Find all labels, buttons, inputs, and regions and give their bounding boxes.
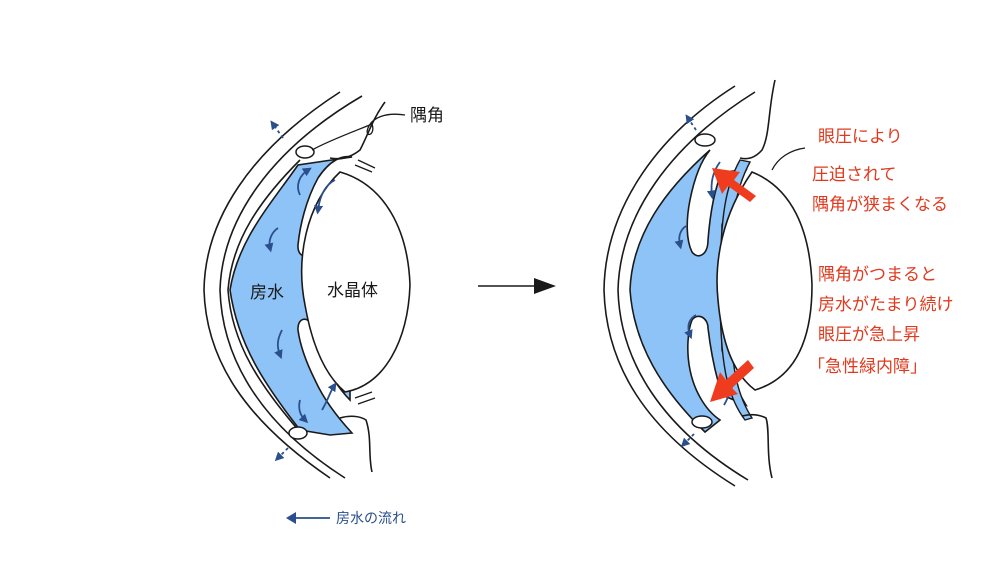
pressure-arrow-top: [712, 168, 756, 202]
right-angle-oval-top[interactable]: [694, 133, 716, 147]
left-eye-normal: 隅角 房水 水晶体: [203, 91, 444, 479]
left-lens[interactable]: [300, 171, 411, 393]
left-cornea-outer: [203, 91, 341, 479]
left-zonule-top: [354, 159, 376, 173]
right-aqueous-region: [629, 149, 748, 434]
right-sclera-top: [739, 79, 776, 160]
label-aqueous: 房水: [250, 283, 284, 303]
note1-line1: 眼圧により: [818, 127, 903, 147]
left-cornea-inner: [219, 95, 363, 479]
pressure-arrow-bottom: [710, 360, 754, 402]
label-lens: 水晶体: [327, 281, 378, 301]
left-zonule-bottom: [354, 391, 376, 405]
left-flow-arrows: [264, 120, 337, 462]
note2-line4: 「急性緑内障」: [808, 357, 927, 377]
left-angle-oval-top[interactable]: [295, 145, 315, 159]
left-anterior-chamber: [227, 159, 301, 433]
note1-line2: 圧迫されて: [812, 165, 897, 185]
right-cornea-outer: [603, 85, 736, 487]
right-sclera-bottom: [741, 413, 773, 479]
right-lens[interactable]: [716, 171, 813, 391]
note2-line3: 眼圧が急上昇: [818, 325, 920, 345]
left-sclera-top: [329, 101, 386, 160]
right-angle-oval-bottom[interactable]: [691, 415, 713, 429]
right-eye-closed: [603, 79, 813, 487]
left-angle-leader: [311, 113, 406, 151]
label-angle: 隅角: [410, 106, 444, 126]
right-flow-arrows: [674, 114, 739, 448]
note1-line3: 隅角が狭まくなる: [812, 195, 948, 215]
legend-flow-text: 房水の流れ: [336, 511, 406, 527]
right-annotations: 眼圧により 圧迫されて 隅角が狭まくなる 隅角がつまると 房水がたまり続け 眼圧…: [808, 127, 954, 377]
transition-arrow: [478, 278, 556, 294]
note2-line1: 隅角がつまると: [818, 265, 937, 285]
left-sclera-bottom: [339, 415, 373, 473]
right-annotation-leader: [771, 147, 806, 171]
right-cornea-inner: [617, 91, 756, 481]
left-angle-oval-bottom[interactable]: [288, 426, 308, 440]
note2-line2: 房水がたまり続け: [818, 295, 954, 315]
flow-legend: 房水の流れ: [286, 511, 406, 527]
